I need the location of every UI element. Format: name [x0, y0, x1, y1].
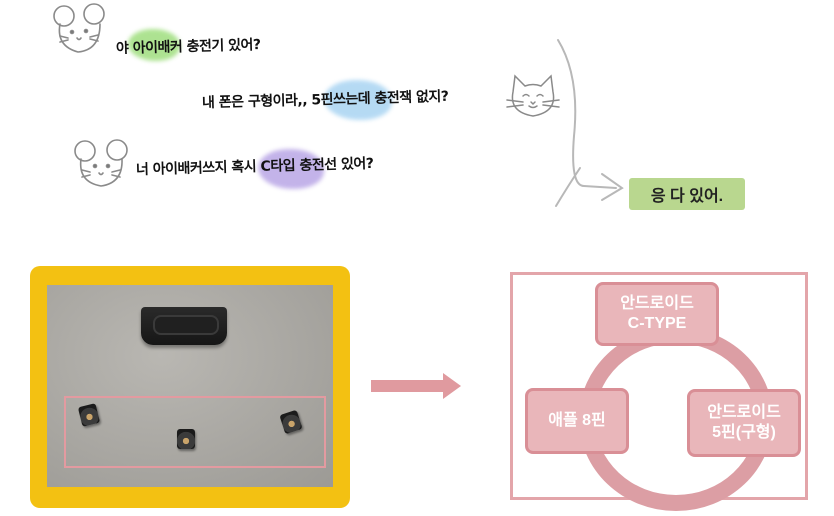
mouse-doodle-icon [74, 139, 128, 187]
chat-line-2: 내 폰은 구형이라,, 5핀쓰는데 충전잭 없지? [201, 88, 449, 112]
chat-line-3: 너 아이배커쓰지 혹시 C타입 충전선 있어? [135, 155, 374, 179]
charger-tip-2 [177, 429, 195, 449]
right-arrow-head [443, 373, 461, 399]
tips-highlight-box [64, 396, 326, 468]
mouse-doodle-icon [53, 3, 105, 53]
purple-highlight [258, 149, 324, 189]
node-android-5pin: 안드로이드 5핀(구형) [687, 389, 801, 457]
cat-doodle-icon [506, 74, 560, 117]
node-apple-8pin: 애플 8핀 [525, 388, 629, 454]
right-arrow-icon [371, 380, 445, 392]
cable-head [141, 307, 227, 345]
blue-highlight [324, 80, 392, 120]
green-highlight [128, 29, 180, 61]
node-android-ctype: 안드로이드 C-TYPE [595, 282, 719, 346]
chat-line-1: 야 아이배커 충전기 있어? [115, 37, 261, 57]
answer-label: 응 다 있어. [629, 178, 745, 210]
charger-photo [47, 285, 333, 487]
curved-arrow-icon [555, 39, 624, 207]
